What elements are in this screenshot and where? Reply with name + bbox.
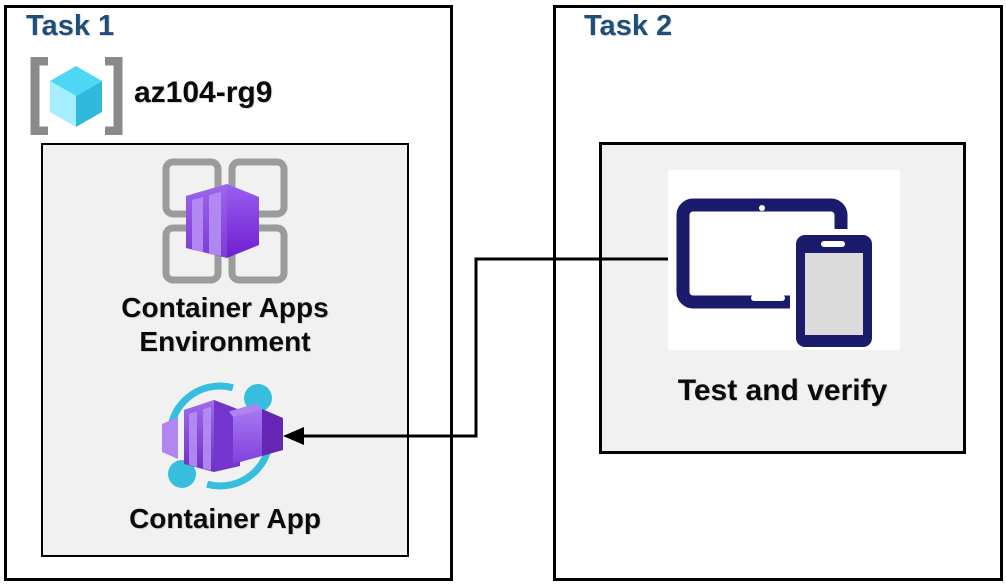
- container-left-flap: [162, 417, 178, 459]
- phone-screen: [805, 253, 863, 335]
- task1-title: Task 1: [26, 10, 115, 42]
- environment-label: Container Apps Environment: [41, 291, 409, 359]
- container-app-label: Container App: [129, 503, 321, 534]
- task2-title: Task 2: [584, 10, 673, 42]
- cube-top-face: [229, 403, 262, 417]
- container-apps-environment-icon: [162, 158, 288, 284]
- tablet-home-bar: [751, 295, 785, 301]
- cube-left-face: [50, 81, 76, 127]
- bracket-right: [105, 57, 123, 135]
- resource-group-icon: [30, 57, 123, 135]
- tablet-camera-dot: [759, 205, 765, 211]
- phone-speaker: [821, 241, 845, 247]
- cube-right-face: [262, 409, 283, 456]
- container-stripe: [189, 411, 197, 467]
- test-verify-label: Test and verify: [677, 374, 888, 407]
- cube-right-face: [76, 81, 102, 127]
- devices-tablet-phone-icon: [676, 198, 878, 350]
- resource-group-name: az104-rg9: [134, 76, 273, 109]
- container-stripe: [209, 192, 221, 256]
- container-app-icon: [162, 382, 283, 490]
- environment-label-line2: Environment: [139, 326, 311, 357]
- container-right-face: [227, 184, 259, 258]
- environment-label-line1: Container Apps: [121, 292, 329, 323]
- orbit-dot-bottom-left: [168, 460, 196, 488]
- container-stripe: [192, 197, 203, 252]
- container-stripe: [203, 407, 211, 471]
- bracket-left: [30, 57, 48, 135]
- cube-front-face: [233, 409, 262, 464]
